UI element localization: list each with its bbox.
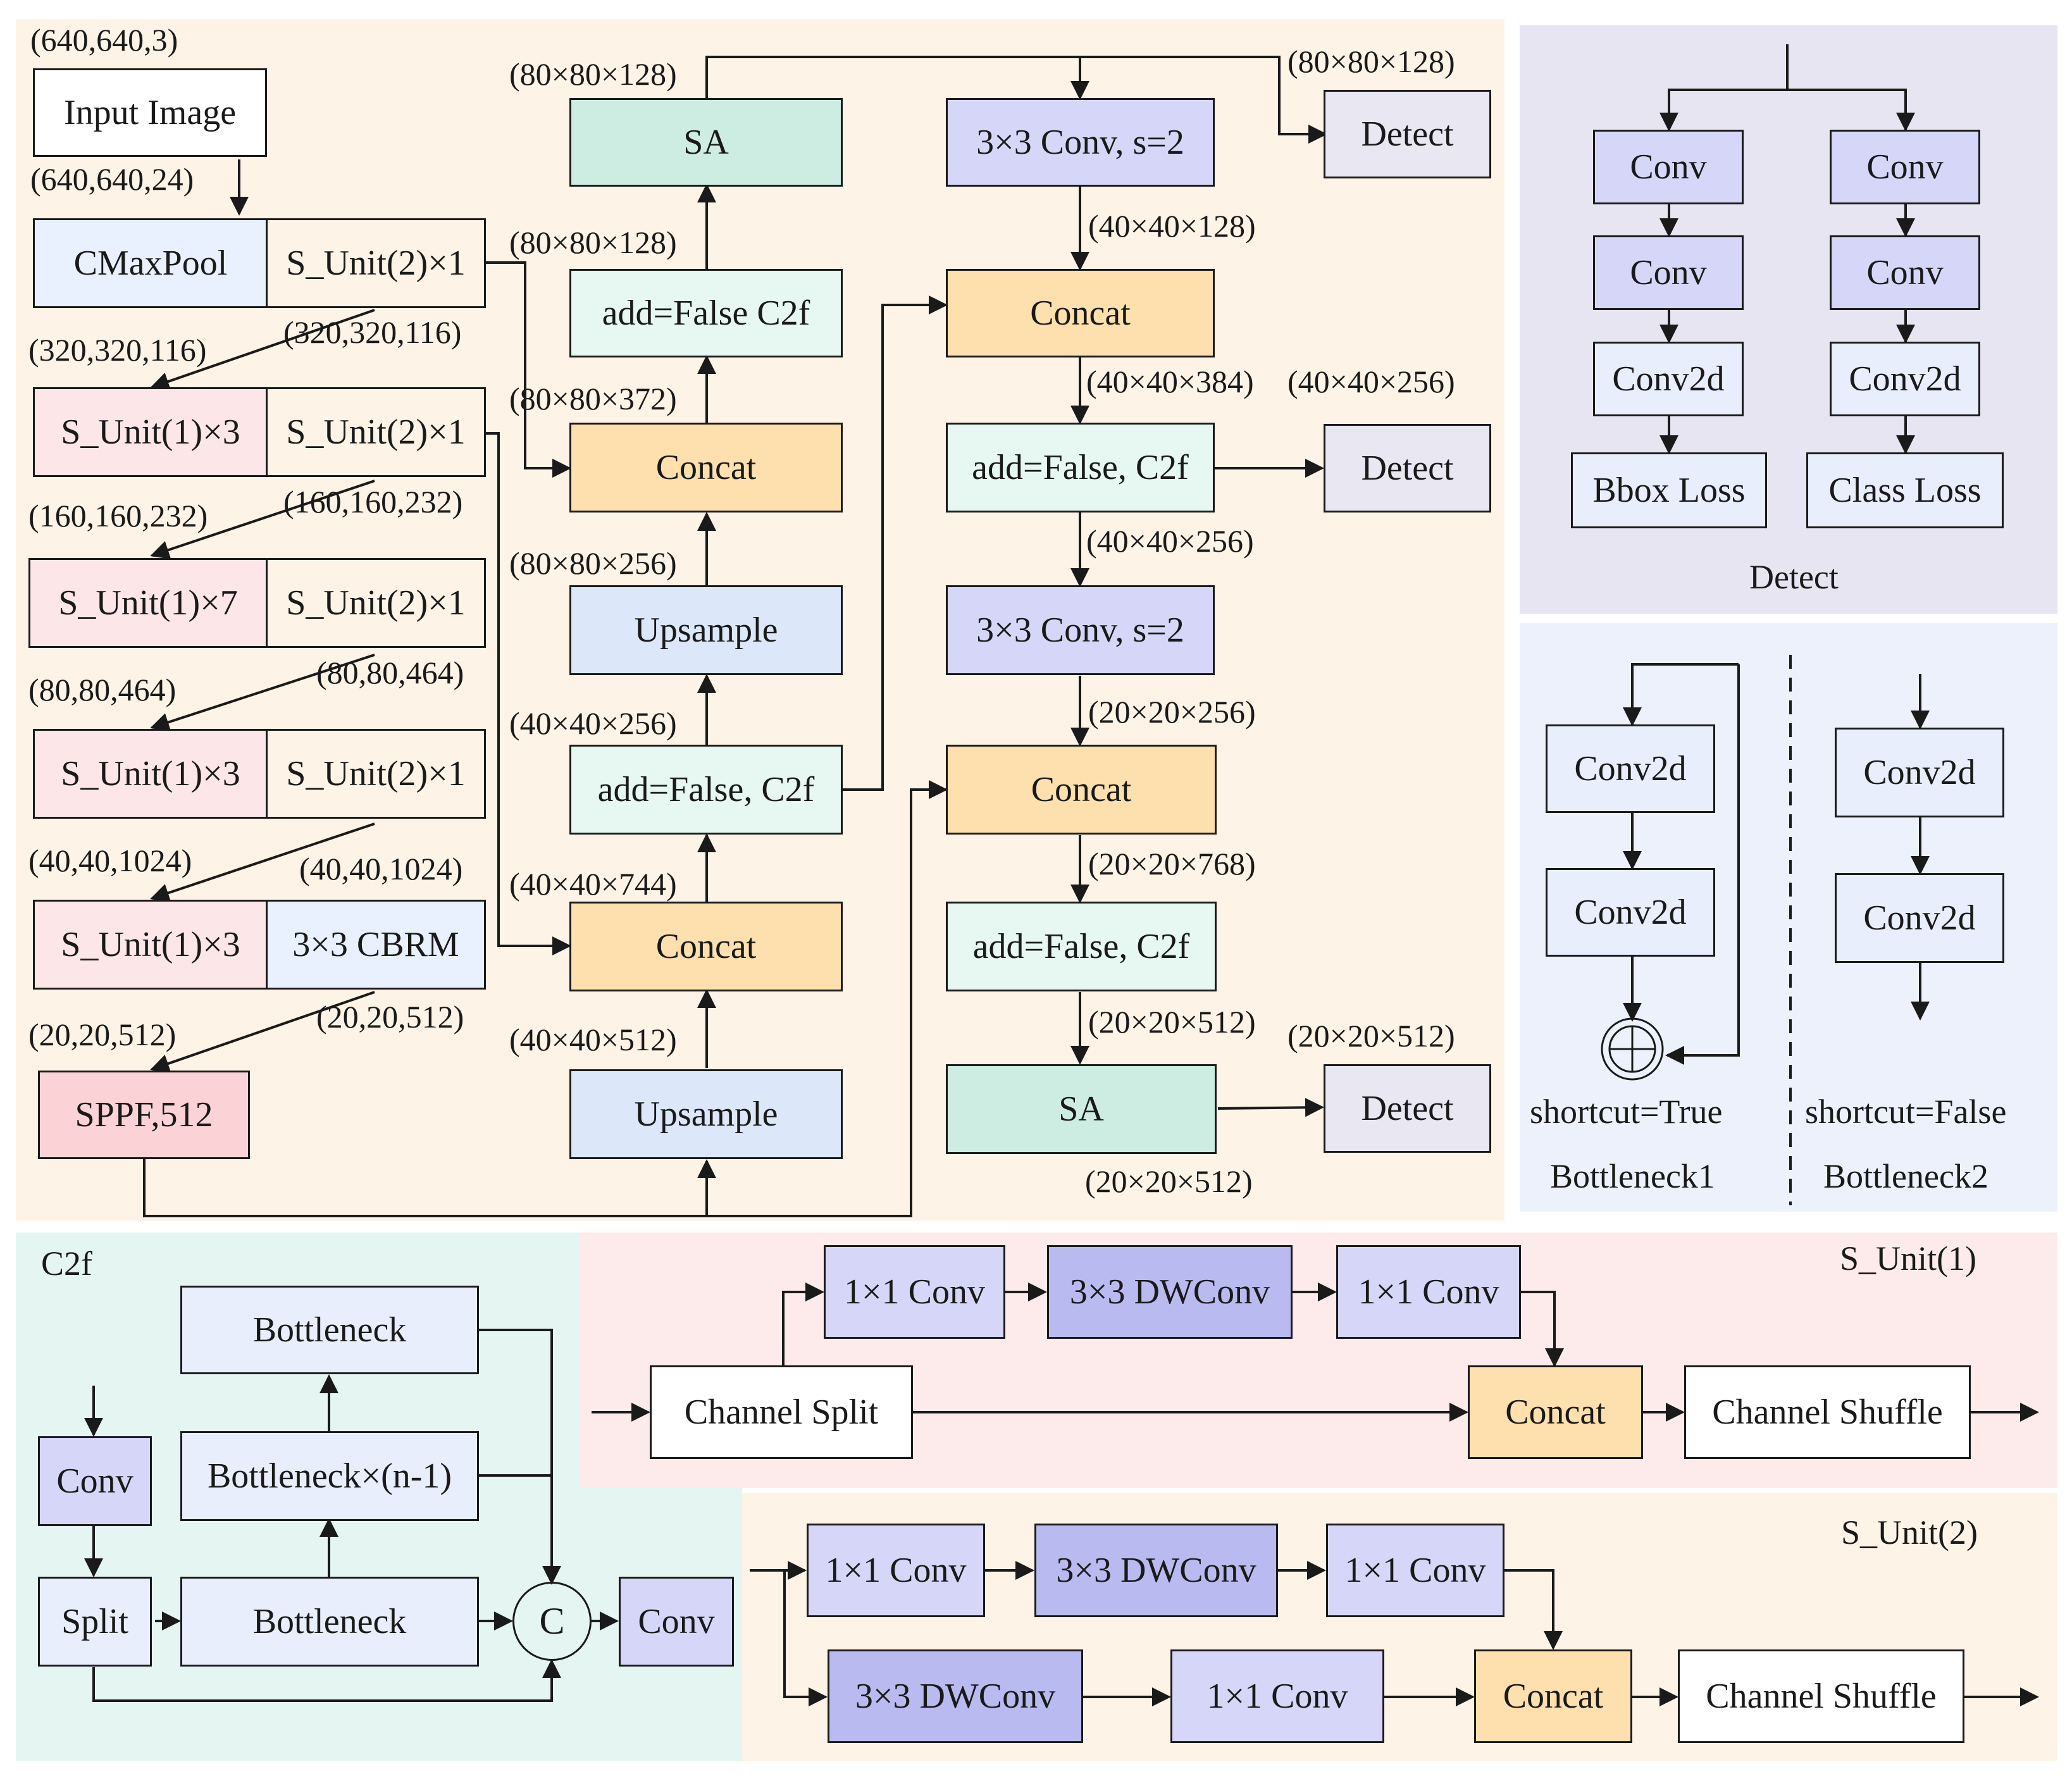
shape-label: (320,320,116) [28, 332, 207, 368]
s-unit1-node: S_Unit(1)×3 [33, 387, 268, 477]
s-unit2-panel-title: S_Unit(2) [1841, 1513, 1978, 1551]
shortcut-false-label: shortcut=False [1805, 1093, 2007, 1131]
shortcut-true-label: shortcut=True [1530, 1093, 1723, 1131]
shape-label: (40×40×256) [509, 705, 677, 741]
class-loss-node: Class Loss [1806, 452, 2004, 528]
shape-label: (80,80,464) [316, 655, 464, 690]
shape-label: (40×40×744) [509, 866, 677, 902]
shape-label: (40×40×256) [1287, 364, 1455, 399]
bottleneck-n-node: Bottleneck×(n-1) [180, 1431, 479, 1521]
s-unit2-node: S_Unit(2)×1 [266, 729, 486, 819]
shape-label: (80×80×128) [1287, 44, 1455, 79]
sa-node: SA [946, 1064, 1217, 1154]
shape-label: (40×40×256) [1086, 523, 1254, 559]
conv-stride2-node: 3×3 Conv, s=2 [946, 585, 1215, 675]
conv1x1-node: 1×1 Conv [1336, 1245, 1521, 1339]
conv1x1-node: 1×1 Conv [1326, 1524, 1504, 1617]
c2f-panel-title: C2f [41, 1245, 92, 1282]
shape-label: (20×20×256) [1088, 694, 1256, 730]
shape-label: (80,80,464) [28, 672, 177, 707]
shape-label: (320,320,116) [283, 314, 462, 350]
bottleneck1-title: Bottleneck1 [1550, 1157, 1715, 1195]
detect-node: Detect [1324, 1064, 1491, 1153]
dwconv-node: 3×3 DWConv [828, 1649, 1083, 1743]
sa-node: SA [569, 98, 843, 187]
upsample-node: Upsample [569, 585, 843, 675]
shape-label: (40×40×384) [1086, 364, 1254, 399]
shape-label: (40,40,1024) [299, 851, 463, 886]
shape-label: (20,20,512) [28, 1017, 177, 1052]
bottleneck2-title: Bottleneck2 [1823, 1157, 1988, 1195]
cbrm-node: 3×3 CBRM [266, 900, 486, 990]
detect-node: Detect [1324, 90, 1491, 178]
channel-split-node: Channel Split [650, 1365, 913, 1459]
channel-shuffle-node: Channel Shuffle [1678, 1649, 1964, 1743]
s-unit1-node: S_Unit(1)×3 [33, 900, 268, 990]
s-unit1-panel-title: S_Unit(1) [1840, 1239, 1976, 1277]
shape-label: (40,40,1024) [28, 843, 192, 878]
shape-label: (20×20×512) [1088, 1004, 1256, 1040]
concat-node: Concat [1468, 1365, 1643, 1459]
shape-label: (20×20×768) [1088, 846, 1256, 881]
cmaxpool-node: CMaxPool [33, 218, 268, 308]
conv2d-node: Conv2d [1546, 868, 1715, 957]
detect-node: Detect [1324, 424, 1491, 512]
shape-label: (640,640,3) [30, 22, 178, 58]
concat-node: Concat [946, 745, 1217, 835]
conv-node: Conv [1830, 130, 1980, 204]
s-unit1-node: S_Unit(1)×7 [28, 558, 268, 648]
conv-node: Conv [1593, 130, 1744, 204]
shape-label: (40×40×128) [1088, 208, 1256, 244]
bottleneck-node: Bottleneck [180, 1577, 479, 1667]
shape-label: (640,640,24) [30, 161, 194, 197]
shape-label: (20,20,512) [316, 999, 464, 1034]
shape-label: (80×80×128) [509, 56, 677, 92]
conv1x1-node: 1×1 Conv [807, 1524, 985, 1617]
conv2d-node: Conv2d [1830, 342, 1980, 416]
conv1x1-node: 1×1 Conv [824, 1245, 1005, 1339]
dwconv-node: 3×3 DWConv [1047, 1245, 1293, 1339]
concat-node: Concat [569, 423, 843, 512]
dwconv-node: 3×3 DWConv [1034, 1524, 1278, 1617]
c2f-node: add=False, C2f [946, 423, 1215, 512]
conv-node: Conv [619, 1577, 734, 1667]
shape-label: (80×80×128) [509, 225, 677, 260]
conv2d-node: Conv2d [1593, 342, 1744, 416]
concat-node: Concat [946, 269, 1215, 357]
concat-node: Concat [569, 902, 843, 991]
shape-label: (40×40×512) [509, 1022, 677, 1057]
conv2d-node: Conv2d [1546, 724, 1715, 813]
input-image-node: Input Image [33, 68, 267, 157]
conv2d-node: Conv2d [1835, 873, 2004, 963]
s-unit1-node: S_Unit(1)×3 [33, 729, 268, 819]
conv2d-node: Conv2d [1835, 728, 2004, 817]
conv-stride2-node: 3×3 Conv, s=2 [946, 98, 1215, 187]
split-node: Split [38, 1577, 152, 1667]
upsample-node: Upsample [569, 1069, 843, 1159]
c2f-node: add=False, C2f [569, 745, 843, 835]
shape-label: (160,160,232) [28, 498, 208, 533]
shape-label: (20×20×512) [1085, 1164, 1253, 1199]
detect-panel-title: Detect [1749, 558, 1839, 596]
concat-node: Concat [1474, 1649, 1632, 1743]
conv-node: Conv [1593, 235, 1744, 310]
c2f-node: add=False, C2f [946, 902, 1217, 991]
bottleneck-node: Bottleneck [180, 1286, 479, 1374]
shape-label: (20×20×512) [1287, 1018, 1455, 1053]
shape-label: (80×80×372) [509, 381, 677, 416]
s-unit2-node: S_Unit(2)×1 [266, 387, 486, 477]
s-unit2-node: S_Unit(2)×1 [266, 218, 486, 308]
bbox-loss-node: Bbox Loss [1571, 452, 1767, 528]
s-unit2-node: S_Unit(2)×1 [266, 558, 486, 648]
shape-label: (160,160,232) [283, 484, 463, 519]
conv-node: Conv [38, 1436, 152, 1526]
sppf-node: SPPF,512 [38, 1071, 250, 1159]
concat-circle-node: C [512, 1582, 592, 1661]
channel-shuffle-node: Channel Shuffle [1684, 1365, 1971, 1459]
shape-label: (80×80×256) [509, 545, 677, 581]
c2f-node: add=False C2f [569, 269, 843, 357]
conv-node: Conv [1830, 235, 1980, 310]
conv1x1-node: 1×1 Conv [1170, 1649, 1384, 1743]
